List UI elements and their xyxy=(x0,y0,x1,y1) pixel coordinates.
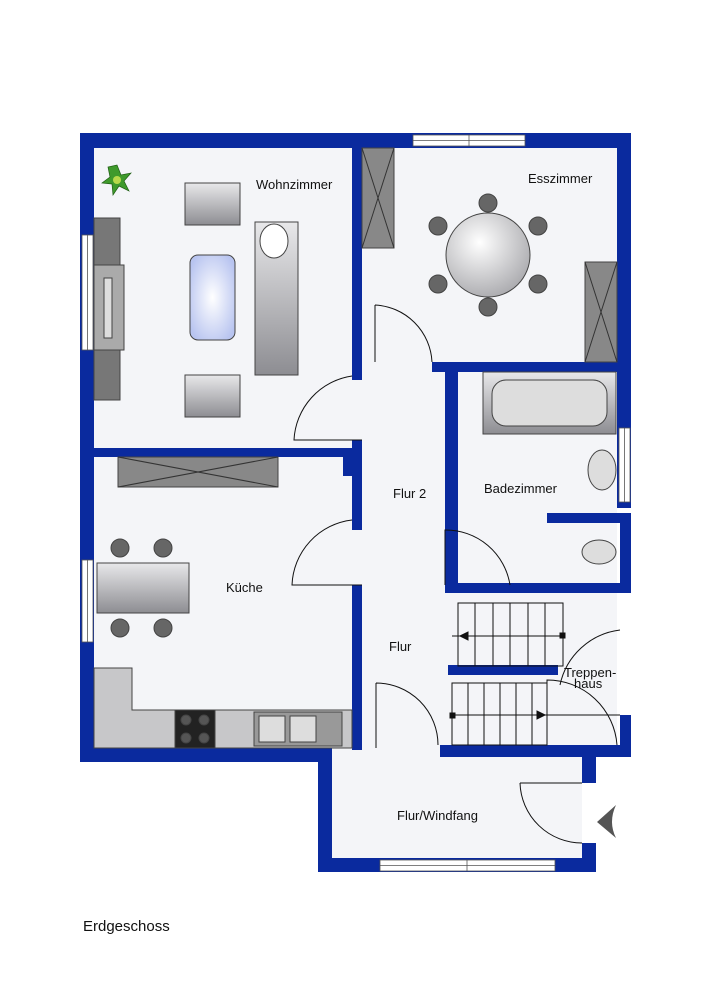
room-label-windfang: Flur/Windfang xyxy=(397,808,478,823)
room-label-flur: Flur xyxy=(389,639,412,654)
room-label-treppenhaus: Treppen- xyxy=(564,665,616,680)
room-label-badezimmer: Badezimmer xyxy=(484,481,558,496)
watermark: McGrundriss xyxy=(623,596,630,636)
entrance-arrow-icon xyxy=(597,805,616,838)
doors xyxy=(291,304,621,844)
kitchen-furniture xyxy=(93,456,353,749)
room-label-treppenhaus-2: haus xyxy=(574,676,603,691)
dining-room-furniture xyxy=(361,147,618,363)
room-label-flur2: Flur 2 xyxy=(393,486,426,501)
staircase xyxy=(449,602,620,746)
floor-title: Erdgeschoss xyxy=(83,918,170,935)
plant-icon xyxy=(101,164,132,197)
windows xyxy=(81,134,631,872)
room-label-kueche: Küche xyxy=(226,580,263,595)
bathroom-fixtures xyxy=(482,371,617,565)
room-label-wohnzimmer: Wohnzimmer xyxy=(256,177,333,192)
living-room-furniture xyxy=(93,182,299,418)
room-label-esszimmer: Esszimmer xyxy=(528,171,593,186)
